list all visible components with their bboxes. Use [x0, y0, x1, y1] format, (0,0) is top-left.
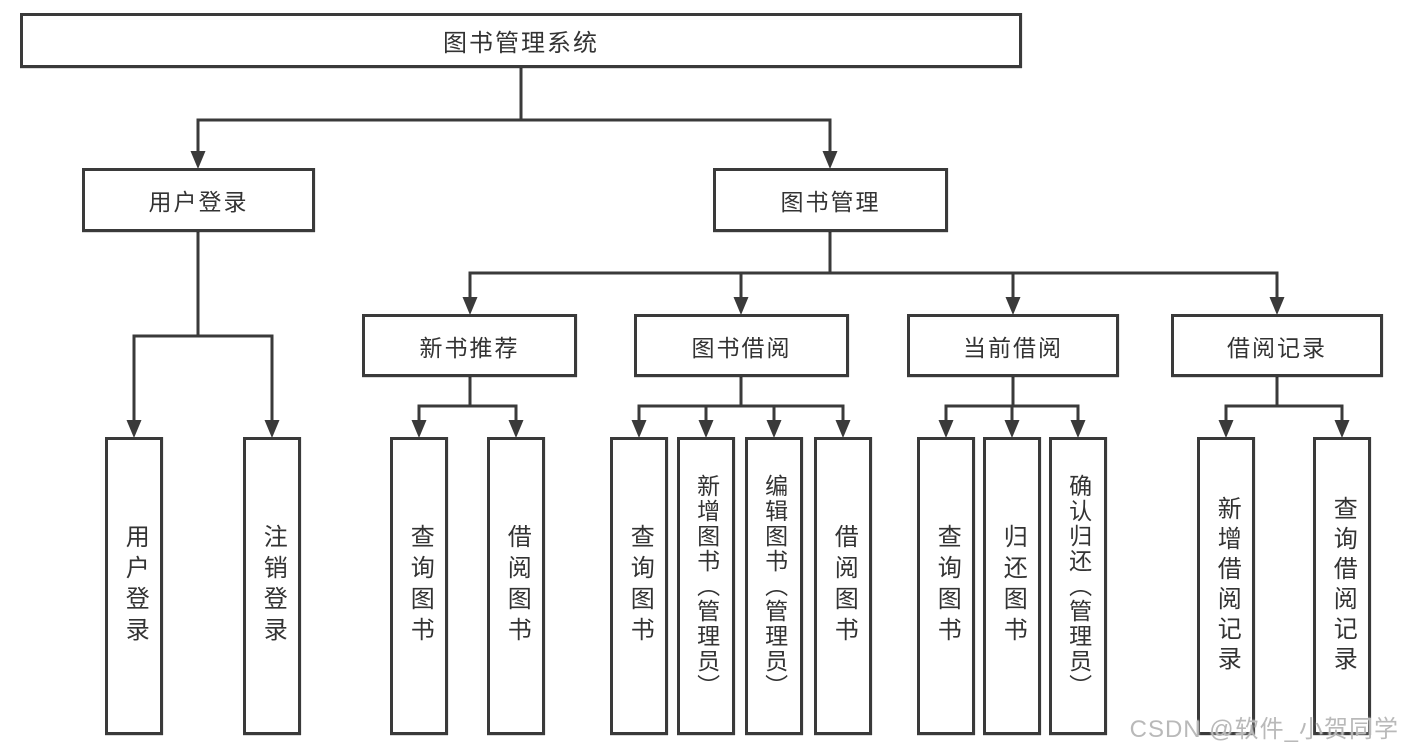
- node-label: 当前借阅: [963, 334, 1063, 361]
- leaf-label: 编辑图书（管理员）: [761, 473, 788, 699]
- leaf-query-books: 查询图书: [917, 437, 975, 735]
- leaf-label: 查询图书: [626, 524, 654, 648]
- node-label: 图书管理系统: [443, 30, 599, 57]
- node-user-login: 用户登录: [82, 168, 315, 232]
- leaf-logout: 注销登录: [243, 437, 301, 735]
- csdn-watermark: CSDN @软件_小贺同学: [1129, 716, 1399, 743]
- node-label: 用户登录: [148, 189, 249, 215]
- leaf-label: 查询借阅记录: [1329, 496, 1357, 676]
- leaf-label: 确认归还（管理员）: [1065, 473, 1092, 699]
- node-current-borrowing: 当前借阅: [907, 314, 1119, 377]
- leaf-query-books: 查询图书: [610, 437, 668, 735]
- node-new-book-recommend: 新书推荐: [362, 314, 577, 377]
- node-borrowing-records: 借阅记录: [1171, 314, 1383, 377]
- node-label: 新书推荐: [419, 334, 520, 361]
- leaf-query-borrow-record: 查询借阅记录: [1313, 437, 1371, 735]
- leaf-label: 借阅图书: [830, 524, 858, 648]
- leaf-edit-books-admin: 编辑图书（管理员）: [745, 437, 803, 735]
- leaf-label: 查询图书: [406, 524, 434, 648]
- leaf-label: 查询图书: [933, 524, 961, 648]
- leaf-label: 用户登录: [121, 524, 149, 648]
- node-label: 借阅记录: [1227, 334, 1327, 361]
- leaf-query-books: 查询图书: [390, 437, 448, 735]
- node-book-management: 图书管理: [713, 168, 948, 232]
- leaf-label: 新增借阅记录: [1213, 496, 1241, 676]
- leaf-add-borrow-record: 新增借阅记录: [1197, 437, 1255, 735]
- leaf-user-login: 用户登录: [105, 437, 163, 735]
- leaf-return-books: 归还图书: [983, 437, 1041, 735]
- node-library-management-system: 图书管理系统: [20, 13, 1022, 68]
- leaf-label: 借阅图书: [503, 524, 531, 648]
- leaf-borrow-books: 借阅图书: [814, 437, 872, 735]
- leaf-label: 归还图书: [999, 524, 1027, 648]
- leaf-label: 注销登录: [259, 524, 287, 648]
- node-label: 图书借阅: [691, 334, 792, 361]
- leaf-add-books-admin: 新增图书（管理员）: [677, 437, 735, 735]
- node-label: 图书管理: [780, 189, 881, 215]
- leaf-label: 新增图书（管理员）: [693, 473, 720, 699]
- leaf-confirm-return-admin: 确认归还（管理员）: [1049, 437, 1107, 735]
- leaf-borrow-books: 借阅图书: [487, 437, 545, 735]
- node-book-borrowing: 图书借阅: [634, 314, 849, 377]
